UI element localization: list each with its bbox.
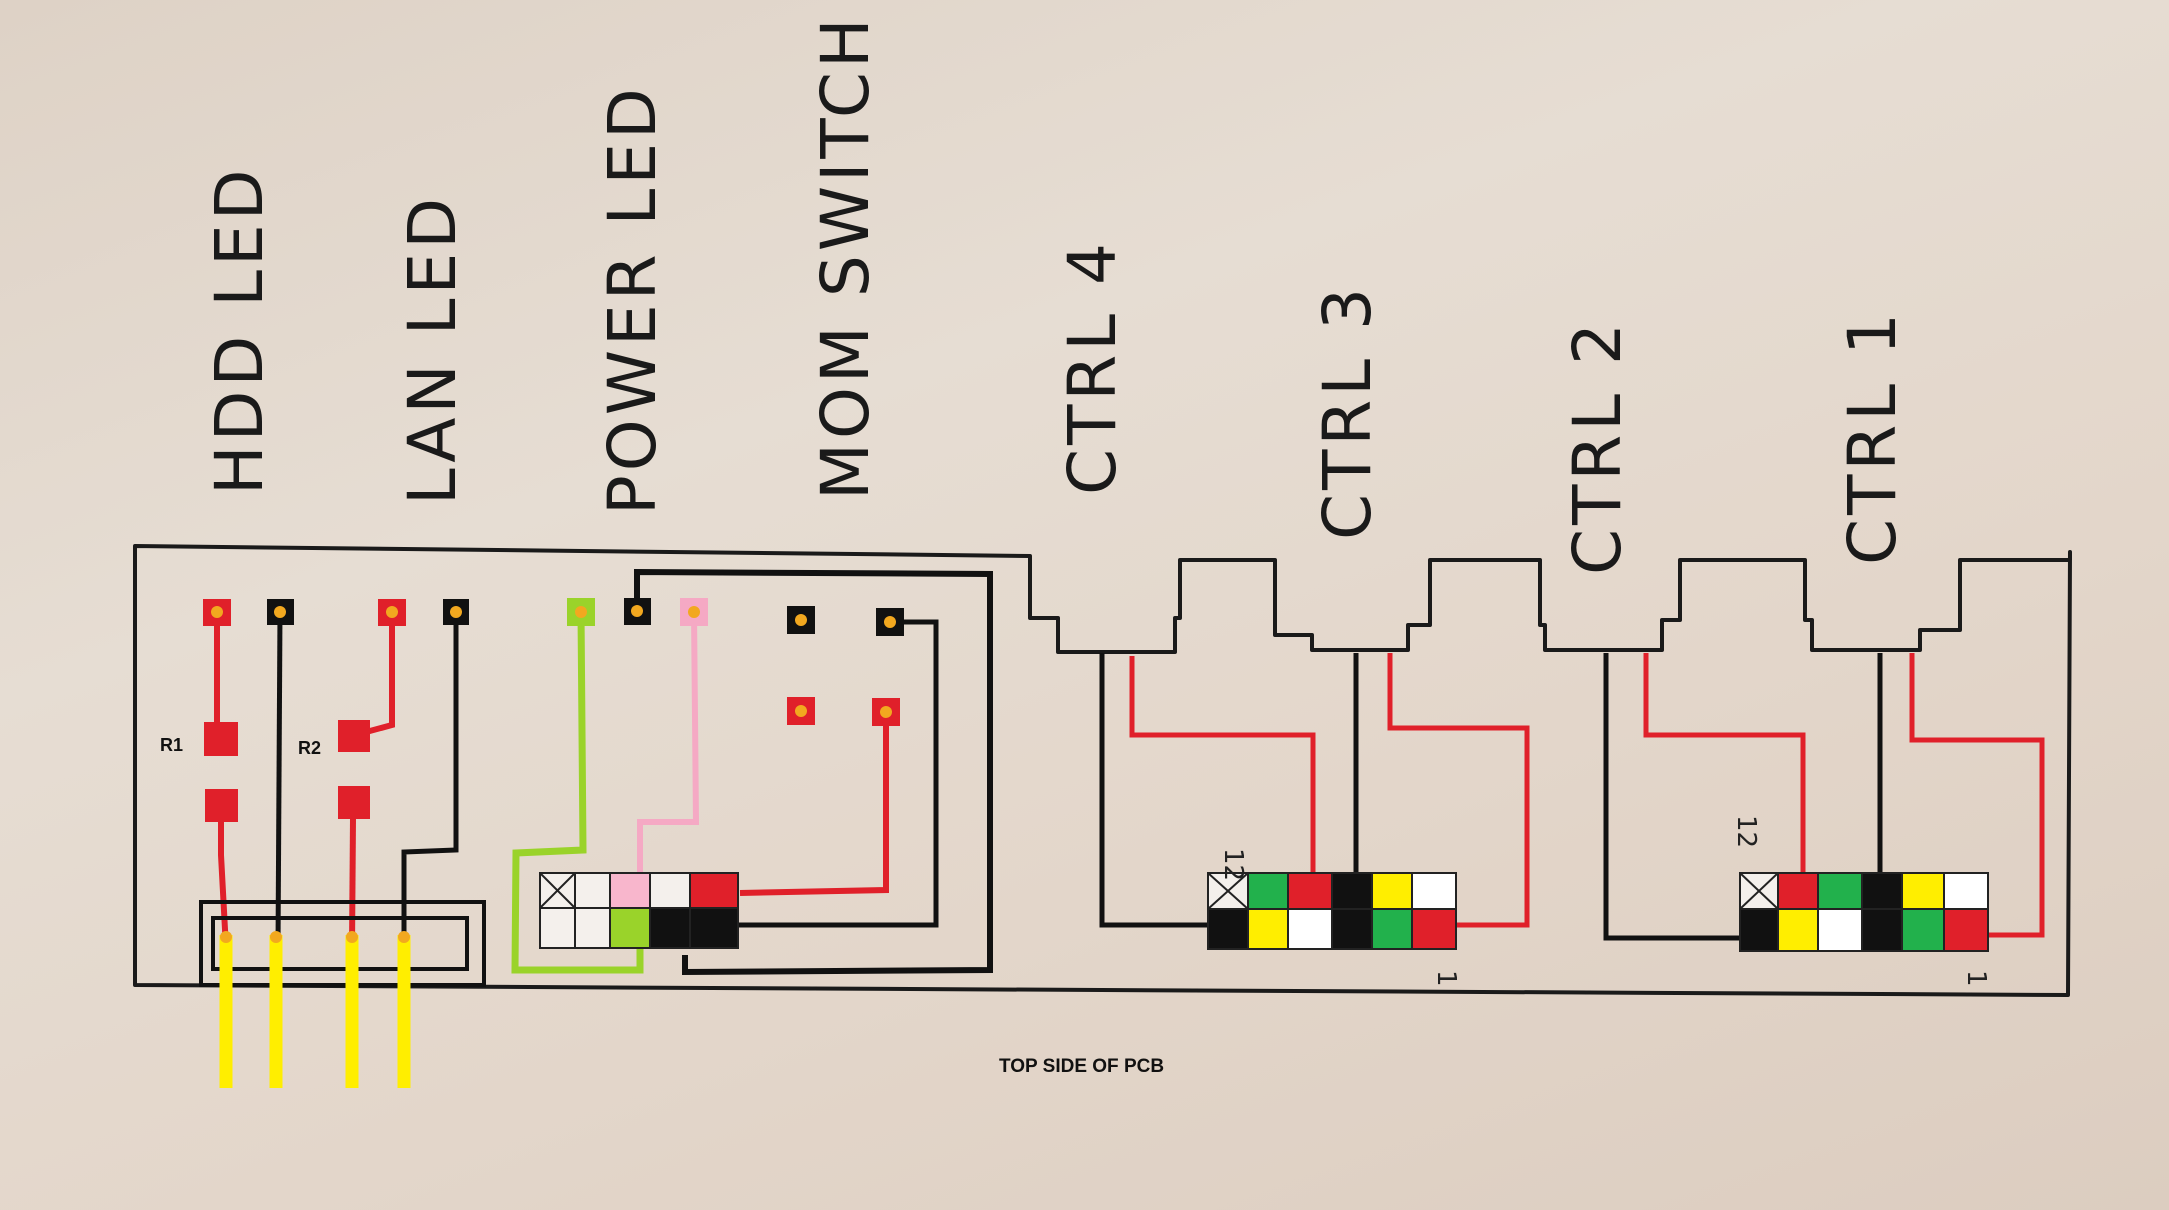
label-mom-switch: MOM SWITCH	[807, 14, 884, 500]
header-outer	[199, 900, 486, 987]
r2-pad-bottom	[338, 786, 370, 819]
label-power-led: POWER LED	[594, 84, 671, 515]
controller-connector-left: 12 1	[1207, 848, 1461, 987]
resistors: R1 R2	[160, 720, 370, 822]
wire-lan-red-top	[354, 612, 395, 738]
pad-lan-negative	[443, 599, 469, 625]
r1-pad-top	[204, 722, 238, 756]
wire-ctrl2-red	[1643, 653, 1806, 880]
r2-pad-top	[338, 720, 370, 752]
vertical-labels: HDD LED LAN LED POWER LED MOM SWITCH CTR…	[201, 14, 1911, 575]
caption-top-side: TOP SIDE OF PCB	[999, 1056, 1164, 1077]
label-ctrl4: CTRL 4	[1054, 239, 1131, 495]
label-ctrl1: CTRL 1	[1834, 309, 1911, 565]
wire-power-pink	[637, 611, 700, 875]
wire-ctrl1-red	[1909, 653, 2045, 938]
pin-header	[199, 900, 486, 1088]
wire-hdd-red-bottom	[218, 820, 229, 949]
pad-power-positive	[567, 598, 595, 626]
pad-power-pink	[680, 598, 708, 626]
controller-connector-right: 12 1	[1731, 815, 1991, 987]
r1-pad-bottom	[205, 789, 238, 822]
wire-mom-black	[728, 619, 939, 928]
wire-ctrl4-black	[1099, 653, 1212, 928]
wire-power-green	[511, 611, 644, 974]
pad-hdd-positive	[203, 599, 231, 626]
wire-hdd-black	[275, 611, 283, 949]
wire-ctrl3-red	[1387, 653, 1530, 928]
label-ctrl2: CTRL 2	[1559, 319, 1636, 575]
label-hdd-led: HDD LED	[201, 165, 278, 495]
wire-power-black	[634, 568, 993, 976]
wire-lan-black	[401, 612, 459, 948]
pad-lan-positive	[378, 599, 406, 626]
pin-label-left-1: 1	[1431, 970, 1461, 987]
pin-label-right-1: 1	[1961, 970, 1991, 987]
wires	[214, 568, 2045, 976]
front-panel-connector	[539, 872, 739, 949]
pad-mom-3	[787, 697, 815, 725]
pad-mom-2	[876, 608, 904, 636]
label-r1: R1	[160, 735, 183, 755]
pin-label-right-12: 12	[1731, 815, 1761, 848]
label-lan-led: LAN LED	[394, 194, 471, 505]
wire-mom-red	[739, 712, 889, 896]
label-r2: R2	[298, 738, 321, 758]
pad-power-negative	[624, 598, 651, 625]
pad-hdd-negative	[267, 599, 294, 625]
pcb-outline	[133, 544, 2072, 997]
wire-lan-red-bottom	[349, 817, 356, 949]
label-ctrl3: CTRL 3	[1309, 284, 1386, 540]
pin-label-left-12: 12	[1218, 848, 1248, 881]
wire-ctrl2-black	[1603, 653, 1745, 941]
pad-mom-1	[787, 606, 815, 634]
pads	[203, 598, 904, 726]
header-inner	[211, 916, 469, 971]
header-legs	[219, 935, 411, 1088]
wire-ctrl4-red	[1129, 656, 1316, 880]
pad-mom-4	[872, 698, 900, 726]
